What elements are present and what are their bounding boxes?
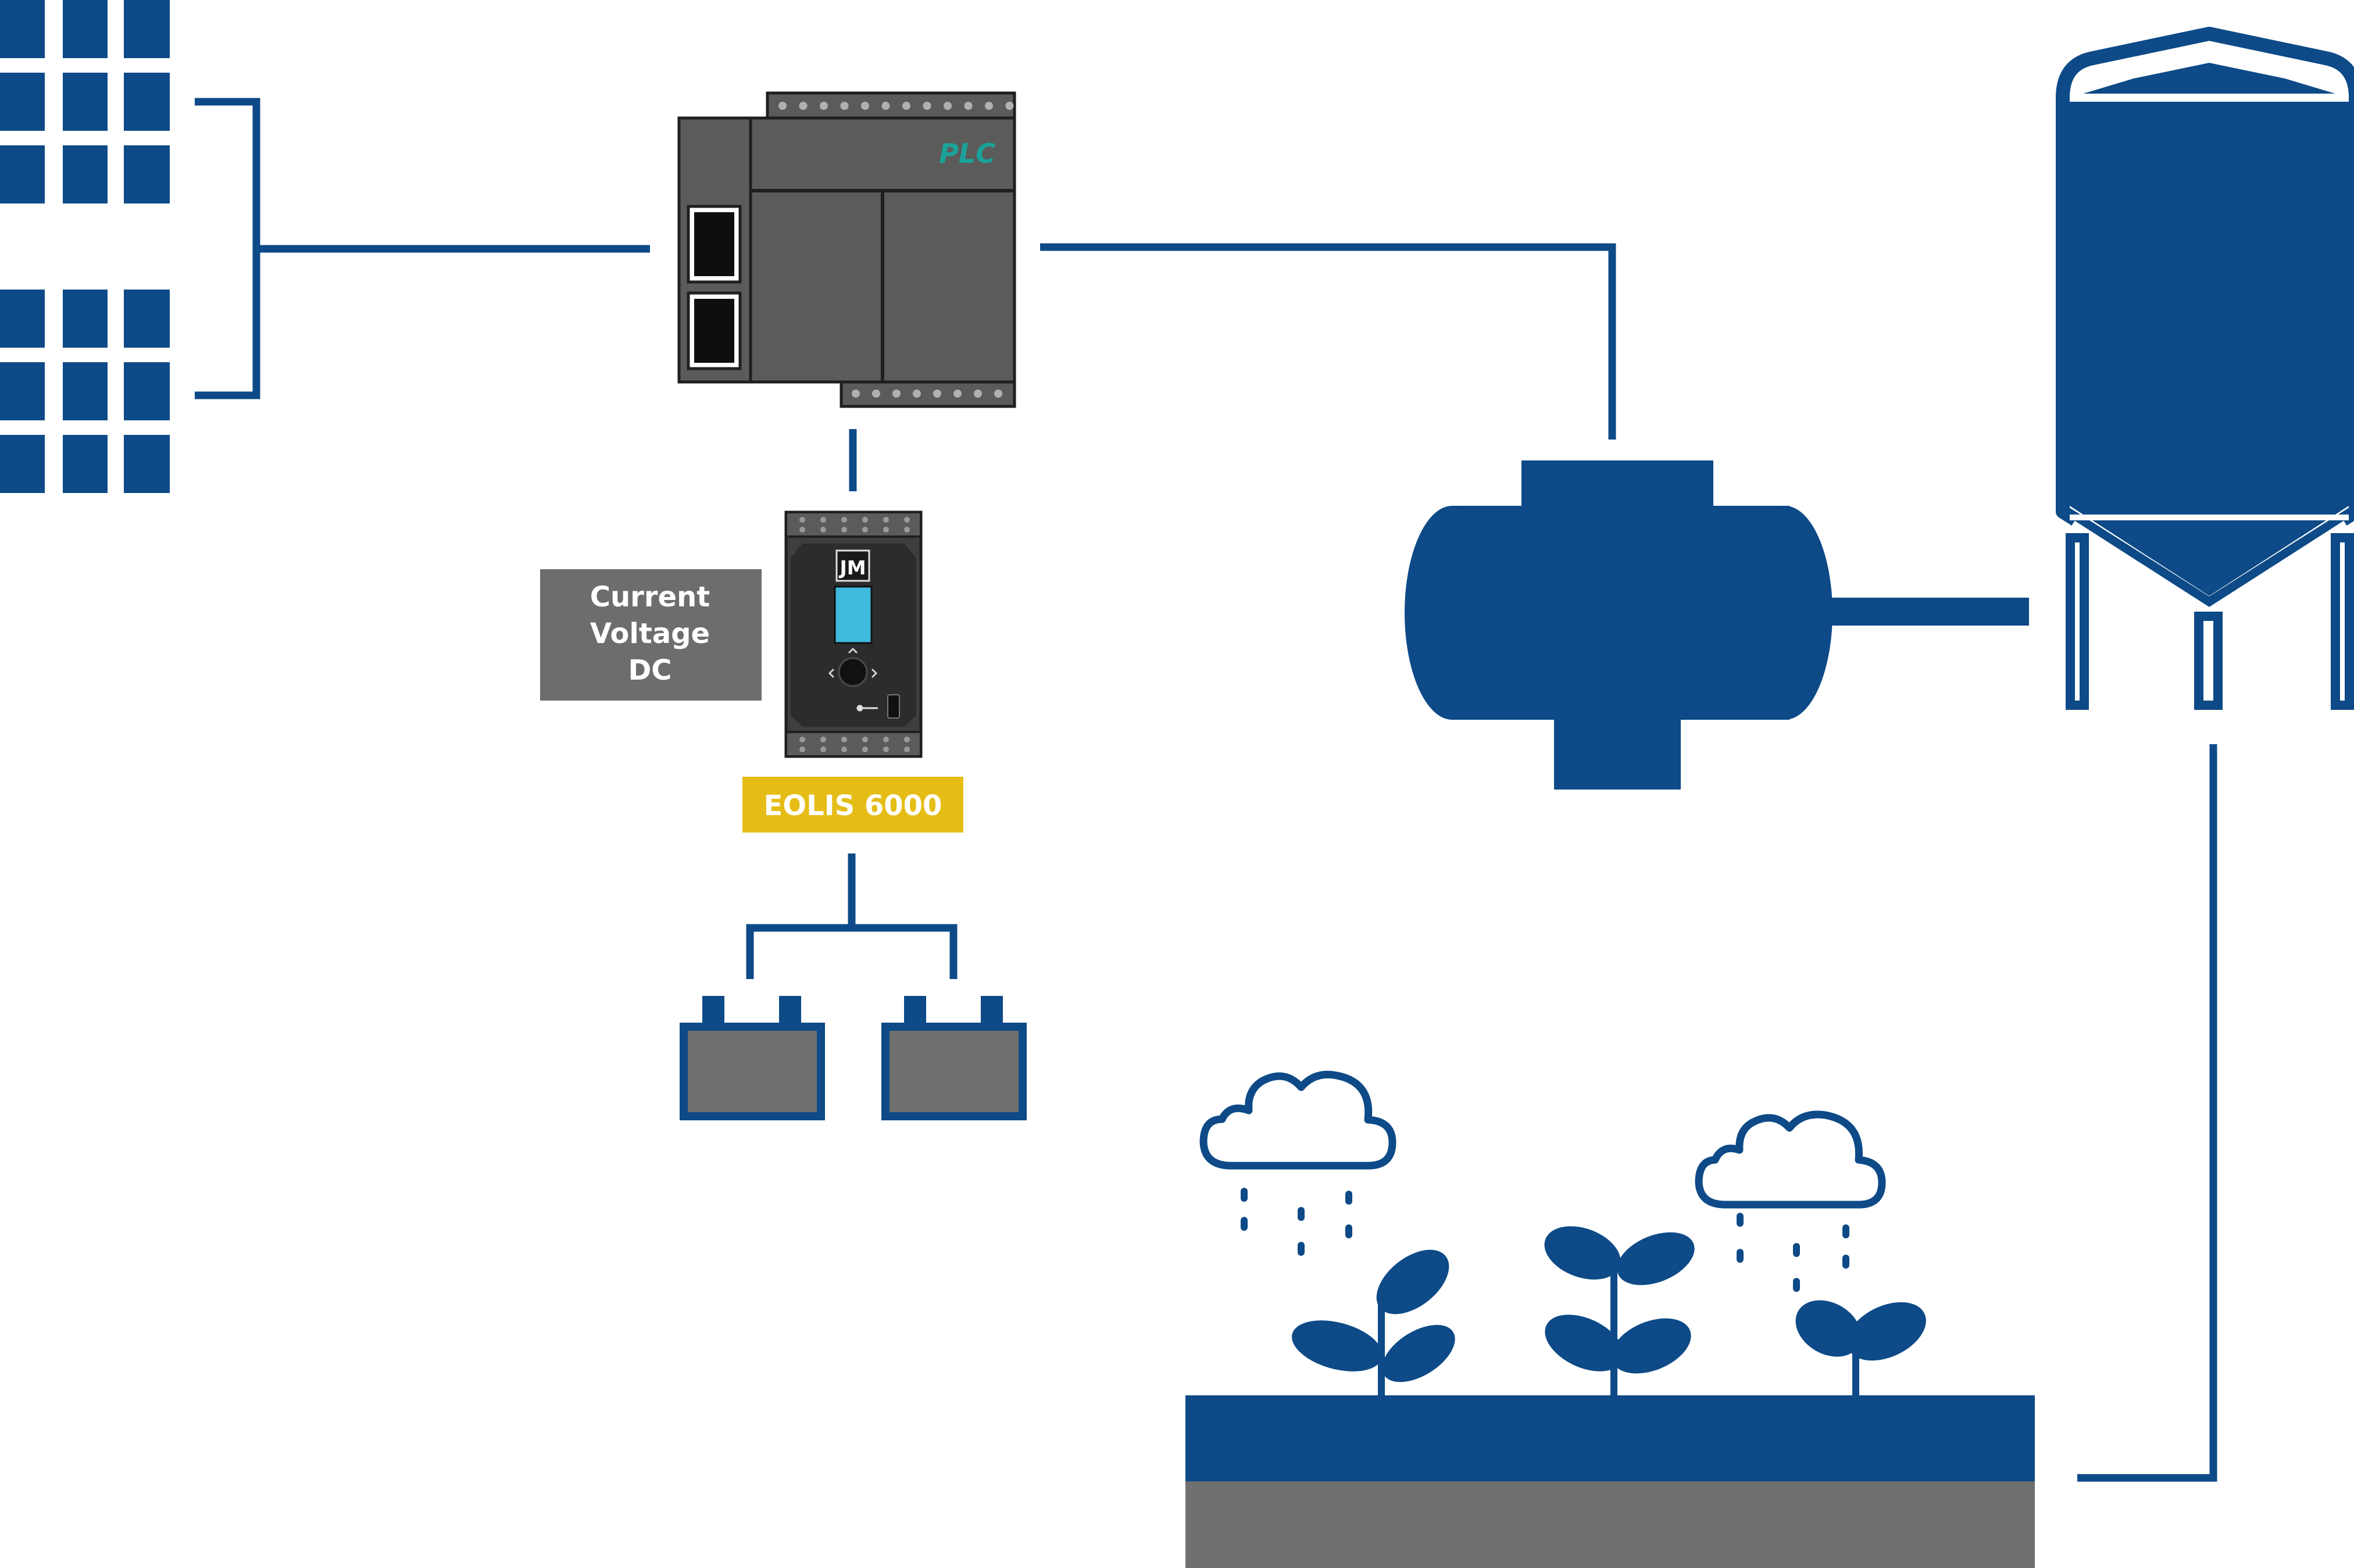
plant-sprout-icon (1544, 1226, 1695, 1398)
silo-leg-left (2066, 533, 2089, 710)
rain-cloud-icon (1199, 1070, 1396, 1170)
raindrop (1298, 1242, 1305, 1256)
solar-cell (63, 73, 108, 131)
plant-sprout-icon (1292, 1249, 1455, 1398)
solar-cell (124, 0, 170, 58)
measurement-label: Current Voltage DC (540, 569, 762, 701)
module-screen (834, 585, 873, 644)
battery-icon (881, 996, 1027, 1120)
eolis-6000-device-icon: JM (784, 510, 923, 758)
jm-logo-icon (835, 549, 870, 582)
pump-icon (1405, 460, 2029, 790)
usb-icon (856, 705, 878, 712)
solar-cell (0, 73, 45, 131)
silo-leg-middle (2194, 612, 2223, 710)
measurement-line-voltage: Voltage (590, 617, 710, 650)
raindrop (1241, 1217, 1248, 1231)
raindrop (1737, 1213, 1744, 1227)
solar-cell (124, 435, 170, 493)
raindrop (1241, 1188, 1248, 1202)
solar-cell (124, 362, 170, 420)
plc-label: PLC (939, 138, 995, 169)
measurement-line-dc: DC (628, 654, 671, 687)
solar-cell (0, 145, 45, 203)
solar-lower-link (195, 249, 260, 399)
solar-cell (0, 435, 45, 493)
soil-field-icon (1185, 1395, 2035, 1568)
module-joystick (838, 657, 868, 687)
plc-to-pump-link (1040, 243, 1616, 440)
connection-lines (195, 98, 2217, 1482)
raindrop (1842, 1255, 1849, 1269)
solar-cell (63, 362, 108, 420)
solar-cell (0, 362, 45, 420)
jm-logo: JM (838, 556, 866, 579)
raindrop (1793, 1243, 1800, 1257)
silo-to-field-link (2077, 744, 2217, 1482)
silo-tank-icon (2056, 27, 2354, 710)
solar-cell (0, 290, 45, 348)
solar-upper-link (195, 98, 260, 249)
raindrop (1793, 1278, 1800, 1292)
battery-group (680, 996, 1027, 1120)
usb-port (887, 694, 900, 719)
raindrop (1842, 1224, 1849, 1238)
solar-cell (124, 290, 170, 348)
product-label: EOLIS 6000 (742, 777, 963, 833)
solar-cell (63, 290, 108, 348)
solar-cell (63, 0, 108, 58)
raindrops (1241, 1188, 1849, 1292)
rain-cloud-icon (1695, 1110, 1886, 1209)
solar-panel-icon (0, 0, 170, 493)
solar-cell (63, 145, 108, 203)
solar-cell (0, 0, 45, 58)
measurement-line-current: Current (590, 581, 710, 613)
battery-icon (680, 996, 825, 1120)
plc-icon: PLC (677, 91, 1016, 408)
product-label-text: EOLIS 6000 (764, 790, 942, 822)
battery-split-link (746, 924, 958, 979)
raindrop (1345, 1191, 1352, 1205)
raindrop (1298, 1207, 1305, 1221)
plant-sprout-icon (1795, 1300, 1926, 1398)
solar-cell (124, 145, 170, 203)
silo-leg-right (2331, 533, 2354, 710)
solar-cell (63, 435, 108, 493)
raindrop (1737, 1249, 1744, 1263)
solar-cell (124, 73, 170, 131)
raindrop (1345, 1224, 1352, 1238)
